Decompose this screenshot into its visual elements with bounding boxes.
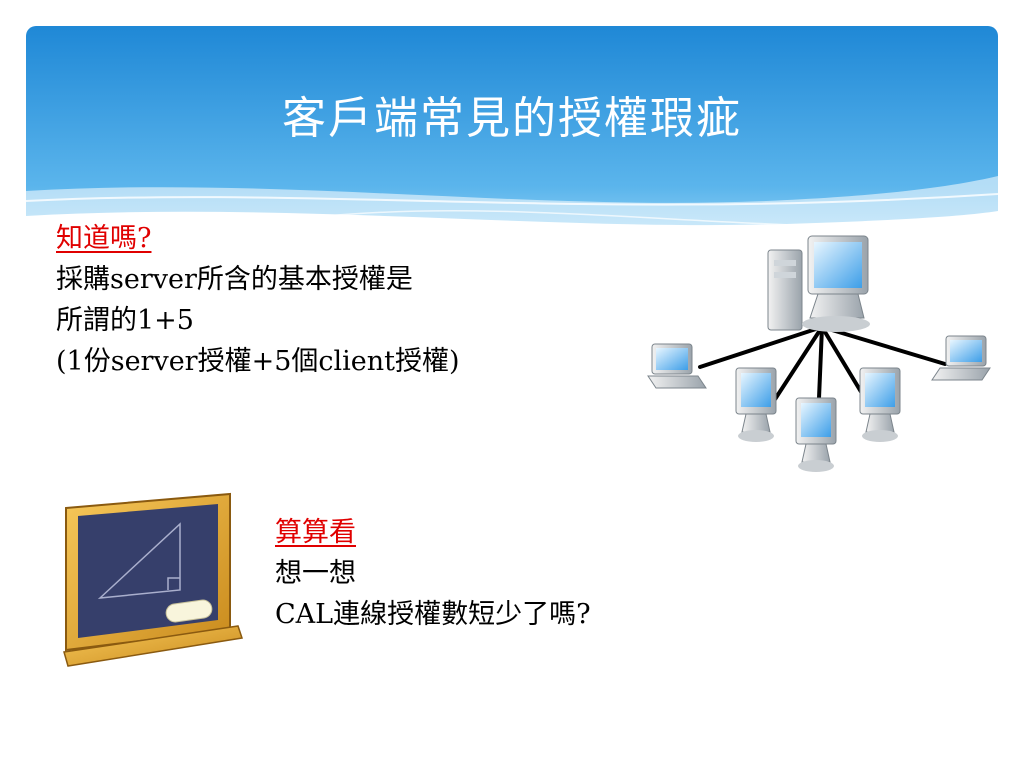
exercise-line: CAL連線授權數短少了嗎? (275, 599, 591, 630)
header-background (26, 26, 998, 256)
blackboard-icon (60, 490, 250, 670)
tip-line: 採購server所含的基本授權是 (56, 264, 413, 295)
tip-line: (1份server授權+5個client授權) (56, 346, 460, 377)
tip-heading: 知道嗎? (56, 223, 152, 254)
exercise-block: 算算看 想一想 CAL連線授權數短少了嗎? (275, 512, 591, 635)
exercise-heading: 算算看 (275, 517, 356, 548)
exercise-line: 想一想 (275, 558, 356, 589)
tip-block: 知道嗎? 採購server所含的基本授權是 所謂的1+5 (1份server授權… (56, 218, 460, 382)
network-diagram-icon (640, 232, 1000, 482)
page-title: 客戶端常見的授權瑕疵 (282, 93, 742, 144)
tip-line: 所謂的1+5 (56, 305, 194, 336)
